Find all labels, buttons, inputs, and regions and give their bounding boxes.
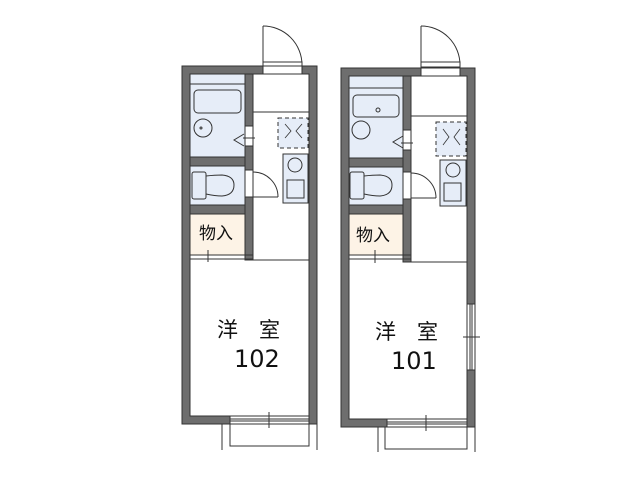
bathtub-icon <box>193 89 242 114</box>
closet <box>348 213 404 256</box>
washing-machine-space-icon <box>435 121 467 157</box>
room-type-label: 洋 室 <box>217 318 280 342</box>
partition-wall <box>402 75 412 263</box>
bathroom <box>189 73 246 158</box>
room-number-label: 102 <box>234 345 280 373</box>
toilet-icon <box>191 171 235 200</box>
washing-machine-space-icon <box>277 117 309 149</box>
entry-door-icon <box>420 25 461 68</box>
washbasin-icon <box>193 118 213 138</box>
side-window <box>463 303 480 371</box>
washbasin-icon <box>351 120 371 140</box>
room-number-label: 101 <box>391 347 437 375</box>
toilet-icon <box>349 171 393 200</box>
balcony <box>221 423 318 450</box>
closet-label: 物入 <box>199 224 233 244</box>
bathtub-icon <box>352 94 400 118</box>
room-type-label: 洋 室 <box>375 320 438 344</box>
balcony <box>377 426 476 452</box>
closet-label: 物入 <box>356 226 390 246</box>
entry-door-icon <box>262 25 303 68</box>
